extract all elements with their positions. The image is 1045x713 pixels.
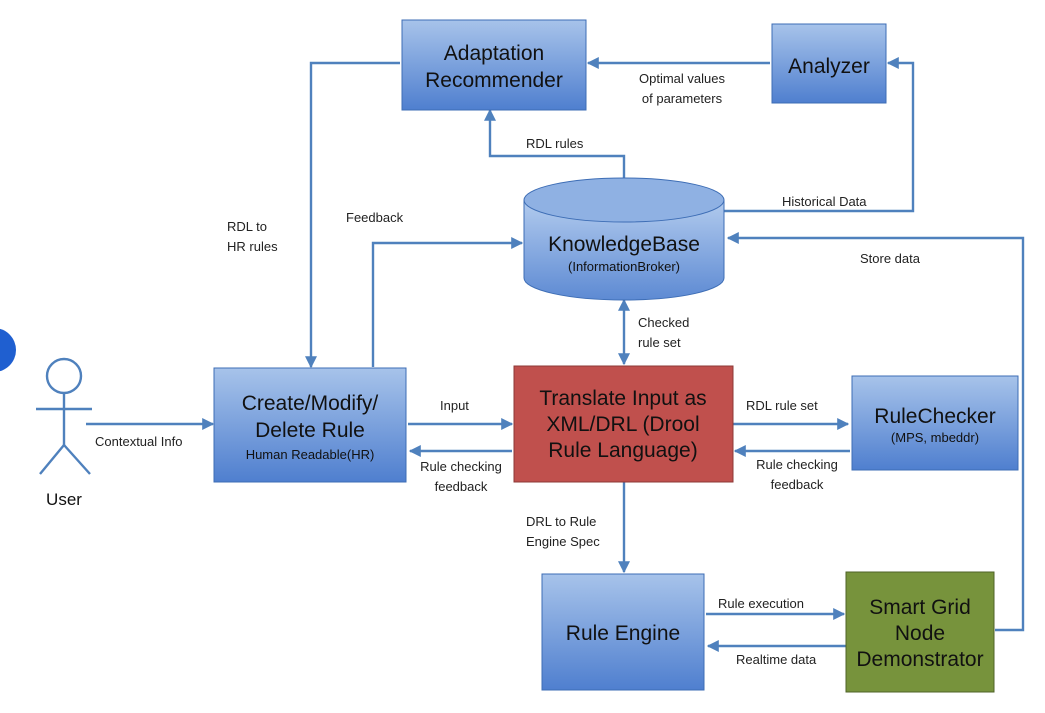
translate-label-1: Translate Input as bbox=[539, 387, 706, 410]
label-optimal-values-1: Optimal values bbox=[639, 71, 725, 86]
translate-label-3: Rule Language) bbox=[548, 439, 697, 462]
label-feedback: Feedback bbox=[346, 210, 404, 225]
smart-grid-label-2: Node bbox=[895, 622, 945, 645]
edge-rdl-to-hr bbox=[305, 61, 400, 369]
rule-checker-title: RuleChecker bbox=[874, 405, 995, 428]
create-rule-subtitle: Human Readable(HR) bbox=[246, 447, 375, 462]
analyzer-node[interactable]: Analyzer bbox=[771, 23, 887, 104]
user-actor[interactable]: User bbox=[36, 357, 92, 509]
edge-rdl-rules bbox=[484, 108, 626, 185]
user-left-leg bbox=[39, 444, 65, 475]
user-right-leg bbox=[63, 444, 91, 475]
label-historical-data: Historical Data bbox=[782, 194, 867, 209]
label-drl-to-rule-engine-1: DRL to Rule bbox=[526, 514, 596, 529]
label-optimal-values-2: of parameters bbox=[642, 91, 723, 106]
knowledge-base-node[interactable]: KnowledgeBase (InformationBroker) bbox=[523, 177, 725, 301]
user-head bbox=[45, 357, 83, 395]
rule-checker-node[interactable]: RuleChecker (MPS, mbeddr) bbox=[851, 375, 1019, 471]
smart-grid-label-1: Smart Grid bbox=[869, 596, 971, 619]
edge-historical-data bbox=[724, 57, 915, 213]
knowledge-base-title: KnowledgeBase bbox=[548, 233, 700, 256]
translate-label-2: XML/DRL (Drool bbox=[546, 413, 699, 436]
label-rule-checking-feedback-left-2: feedback bbox=[435, 479, 488, 494]
knowledge-base-subtitle: (InformationBroker) bbox=[568, 259, 680, 274]
analyzer-label: Analyzer bbox=[788, 55, 870, 78]
create-rule-label-1: Create/Modify/ bbox=[242, 392, 379, 415]
translate-input-node[interactable]: Translate Input as XML/DRL (Drool Rule L… bbox=[513, 365, 734, 483]
label-contextual-info: Contextual Info bbox=[95, 434, 182, 449]
label-checked-rule-set-1: Checked bbox=[638, 315, 689, 330]
label-input: Input bbox=[440, 398, 469, 413]
label-rdl-to-hr-1: RDL to bbox=[227, 219, 267, 234]
adaptation-recommender-label-2: Recommender bbox=[425, 69, 563, 92]
rule-checker-subtitle: (MPS, mbeddr) bbox=[891, 430, 979, 445]
edge-feedback bbox=[371, 237, 524, 367]
rule-engine-node[interactable]: Rule Engine bbox=[541, 573, 705, 691]
smart-grid-label-3: Demonstrator bbox=[856, 648, 983, 671]
adaptation-recommender-label-1: Adaptation bbox=[444, 42, 544, 65]
create-rule-node[interactable]: Create/Modify/ Delete Rule Human Readabl… bbox=[213, 367, 407, 483]
label-rdl-to-hr-2: HR rules bbox=[227, 239, 278, 254]
rule-engine-label: Rule Engine bbox=[566, 622, 680, 645]
edge-circle-decoration bbox=[0, 328, 16, 372]
user-label: User bbox=[46, 490, 82, 509]
label-rule-checking-feedback-left-1: Rule checking bbox=[420, 459, 502, 474]
adaptation-recommender-node[interactable]: Adaptation Recommender bbox=[401, 19, 587, 111]
create-rule-label-2: Delete Rule bbox=[255, 419, 365, 442]
edge-store-data bbox=[726, 232, 1025, 632]
label-rule-execution: Rule execution bbox=[718, 596, 804, 611]
label-store-data: Store data bbox=[860, 251, 921, 266]
label-rule-checking-feedback-right-1: Rule checking bbox=[756, 457, 838, 472]
label-rdl-rule-set: RDL rule set bbox=[746, 398, 818, 413]
smart-grid-node[interactable]: Smart Grid Node Demonstrator bbox=[845, 571, 995, 693]
label-rdl-rules: RDL rules bbox=[526, 136, 584, 151]
label-realtime-data: Realtime data bbox=[736, 652, 817, 667]
label-drl-to-rule-engine-2: Engine Spec bbox=[526, 534, 600, 549]
label-rule-checking-feedback-right-2: feedback bbox=[771, 477, 824, 492]
label-checked-rule-set-2: rule set bbox=[638, 335, 681, 350]
